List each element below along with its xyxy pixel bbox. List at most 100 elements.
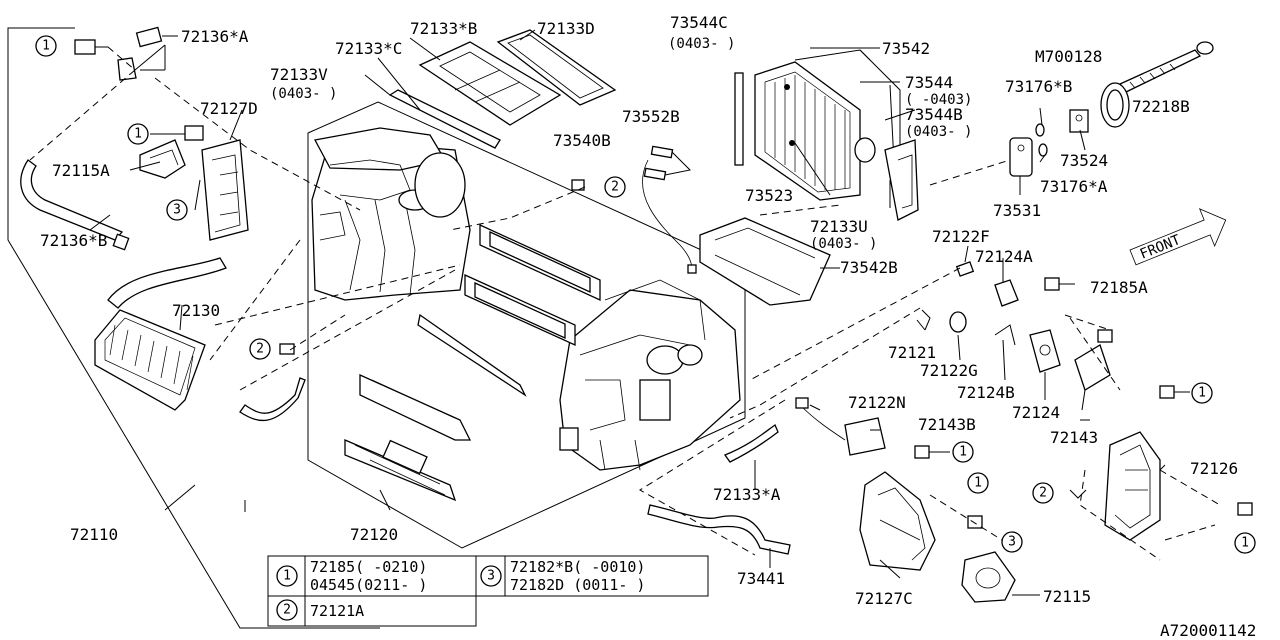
- svg-text:1: 1: [1241, 536, 1249, 551]
- seal-72133C: [388, 89, 501, 149]
- label-72130: 72130: [172, 301, 220, 320]
- label-72133D: 72133D: [537, 19, 595, 38]
- hose-72136B: [20, 159, 130, 251]
- label-72133V: 72133V: [270, 65, 328, 84]
- actuator-72143B: [795, 397, 886, 456]
- valve-73524: [1069, 109, 1089, 133]
- heater-unit-outline: [307, 101, 746, 549]
- clip-72126: [1069, 489, 1087, 499]
- sensor-73540B: [642, 145, 697, 274]
- label-72127C: 72127C: [855, 589, 913, 608]
- label-72122G: 72122G: [920, 361, 978, 380]
- callout-1: 1: [952, 441, 974, 463]
- housing-72126: [1104, 431, 1161, 541]
- bolts-right: [244, 277, 1253, 529]
- legend-row2-num: 2: [283, 603, 291, 618]
- heater-case-left: [311, 127, 471, 301]
- frame-73542: [794, 49, 901, 185]
- label-72121: 72121: [888, 343, 936, 362]
- callout-2: 2: [604, 176, 626, 198]
- label-72136B: 72136*B: [40, 231, 107, 250]
- label-73544C-range: (0403- ): [668, 36, 735, 52]
- part-72127D: [201, 109, 249, 241]
- label-73552B: 73552B: [622, 107, 680, 126]
- legend-table: 1 72185( -0210) 04545(0211- ) 3 72182*B(…: [267, 555, 709, 627]
- label-73542B: 73542B: [840, 258, 898, 277]
- label-72136A: 72136*A: [181, 27, 249, 46]
- label-72185A: 72185A: [1090, 278, 1148, 297]
- clip-72122F: [955, 261, 975, 277]
- svg-text:2: 2: [611, 180, 619, 195]
- label-72133U: 72133U: [810, 217, 868, 236]
- label-M700128: M700128: [1035, 47, 1102, 66]
- legend-row1-line2: 04545(0211- ): [310, 576, 427, 594]
- heater-case-right: [559, 279, 741, 471]
- clip-72121: [921, 309, 931, 331]
- label-73176B: 73176*B: [1005, 77, 1072, 96]
- label-73544B: 73544B: [905, 105, 963, 124]
- label-72143: 72143: [1050, 428, 1098, 447]
- hose-73441: [647, 504, 791, 555]
- seal-72133V: [364, 74, 391, 96]
- label-72115: 72115: [1043, 587, 1091, 606]
- bolt-M700128: [1118, 41, 1214, 93]
- oring-73176A: [1038, 143, 1048, 157]
- clip-72122G: [949, 311, 967, 333]
- callout-1: 1: [35, 35, 57, 57]
- label-73544B-range: (0403- ): [905, 124, 972, 140]
- clip-72122N: [571, 179, 585, 191]
- label-73176A: 73176*A: [1040, 177, 1108, 196]
- link-parts-72120: [344, 373, 472, 502]
- label-72110: 72110: [70, 525, 118, 544]
- front-label: FRONT: [1138, 232, 1184, 263]
- label-73523: 73523: [745, 186, 793, 205]
- label-73540B: 73540B: [553, 131, 611, 150]
- label-73544: 73544: [905, 73, 953, 92]
- oring-73176B: [1035, 123, 1045, 137]
- heater-core-72130: [94, 257, 227, 411]
- evaporator-73523: [754, 61, 876, 201]
- blower-72115: [961, 551, 1016, 603]
- legend-row1b-line2: 72182D (0011- ): [510, 576, 645, 594]
- callout-3: 3: [166, 199, 188, 221]
- label-72122F: 72122F: [932, 227, 990, 246]
- legend-row1-num: 1: [283, 569, 291, 584]
- label-73542: 73542: [882, 39, 930, 58]
- svg-text:3: 3: [173, 203, 181, 218]
- dashed-leaders: [154, 77, 1221, 561]
- legend-row1-line1: 72185( -0210): [310, 558, 427, 576]
- label-72133C: 72133*C: [335, 39, 402, 58]
- label-72122N: 72122N: [848, 393, 906, 412]
- svg-text:1: 1: [959, 445, 967, 460]
- diagram-id: A720001142: [1160, 621, 1256, 640]
- callout-1: 1: [1191, 382, 1213, 404]
- bracket-72110: [7, 27, 380, 629]
- svg-text:1: 1: [974, 476, 982, 491]
- label-72133U-range: (0403- ): [810, 236, 877, 252]
- callout-1: 1: [127, 123, 149, 145]
- pan-73542B: [699, 217, 831, 306]
- label-72124B: 72124B: [957, 383, 1015, 402]
- callout-1: 1: [967, 472, 989, 494]
- svg-text:1: 1: [134, 127, 142, 142]
- label-72133V-range: (0403- ): [270, 86, 337, 102]
- label-72124A: 72124A: [975, 247, 1033, 266]
- label-72133A: 72133*A: [713, 485, 781, 504]
- fitting-72136A: [29, 26, 178, 161]
- svg-text:1: 1: [42, 39, 50, 54]
- svg-text:1: 1: [1198, 386, 1206, 401]
- seal-72133B: [418, 41, 562, 126]
- label-73544-range: ( -0403): [905, 92, 972, 108]
- label-73441: 73441: [737, 569, 785, 588]
- svg-text:2: 2: [1039, 486, 1047, 501]
- seal-73544C: [734, 72, 744, 166]
- legend-row1b-num: 3: [487, 569, 495, 584]
- solid-leaders: [89, 29, 1166, 596]
- callout-2: 2: [1032, 482, 1054, 504]
- label-72143B: 72143B: [918, 415, 976, 434]
- bracket-72115A: [139, 125, 204, 179]
- front-arrow: FRONT: [1129, 208, 1227, 266]
- svg-text:2: 2: [256, 342, 264, 357]
- svg-text:3: 3: [1008, 535, 1016, 550]
